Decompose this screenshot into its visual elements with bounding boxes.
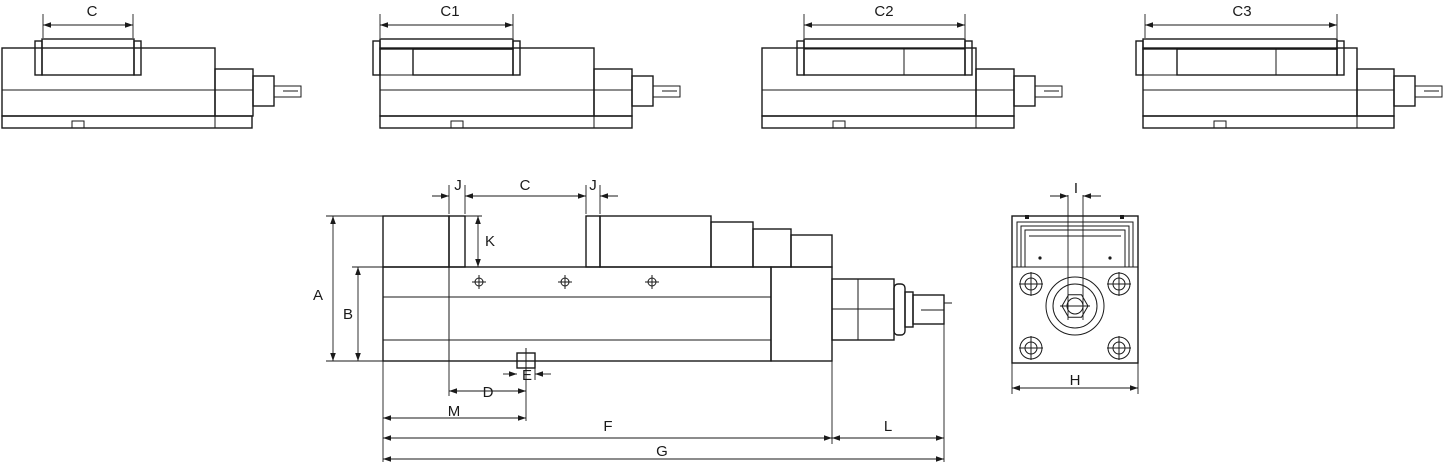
dimension-label-d: D [483, 384, 494, 401]
vise-variant-c1: C1 [372, 3, 681, 129]
spindle-end [1045, 276, 1105, 336]
dimension-label-g: G [656, 443, 668, 460]
end-view-holes [1019, 272, 1131, 360]
vise-variant-c: C [1, 3, 302, 129]
dimension-label-c-side: C [520, 177, 531, 194]
dimension-label-h: H [1070, 372, 1081, 389]
vise-side-view: J C J K A B D E M F L [313, 177, 952, 462]
vise-end-view: I H [1011, 180, 1139, 394]
dimension-label-l: L [884, 418, 892, 435]
vise-variant-c3: C3 [1135, 3, 1443, 129]
mounting-hole-marks [472, 275, 659, 289]
dimension-label-c2: C2 [874, 3, 893, 20]
dimension-label-i: I [1074, 180, 1078, 197]
dimension-label-j-left: J [454, 177, 462, 194]
dimension-label-m: M [448, 403, 461, 420]
dimension-label-c: C [87, 3, 98, 20]
dimension-label-a: A [313, 287, 323, 304]
dimension-label-c1: C1 [440, 3, 459, 20]
dimension-label-k: K [485, 233, 495, 250]
dimension-label-f: F [603, 418, 612, 435]
dimension-label-j-right: J [589, 177, 597, 194]
dimension-label-c3: C3 [1232, 3, 1251, 20]
dimension-label-e: E [522, 367, 532, 384]
dimension-label-b: B [343, 306, 353, 323]
vise-variant-c2: C2 [761, 3, 1063, 129]
